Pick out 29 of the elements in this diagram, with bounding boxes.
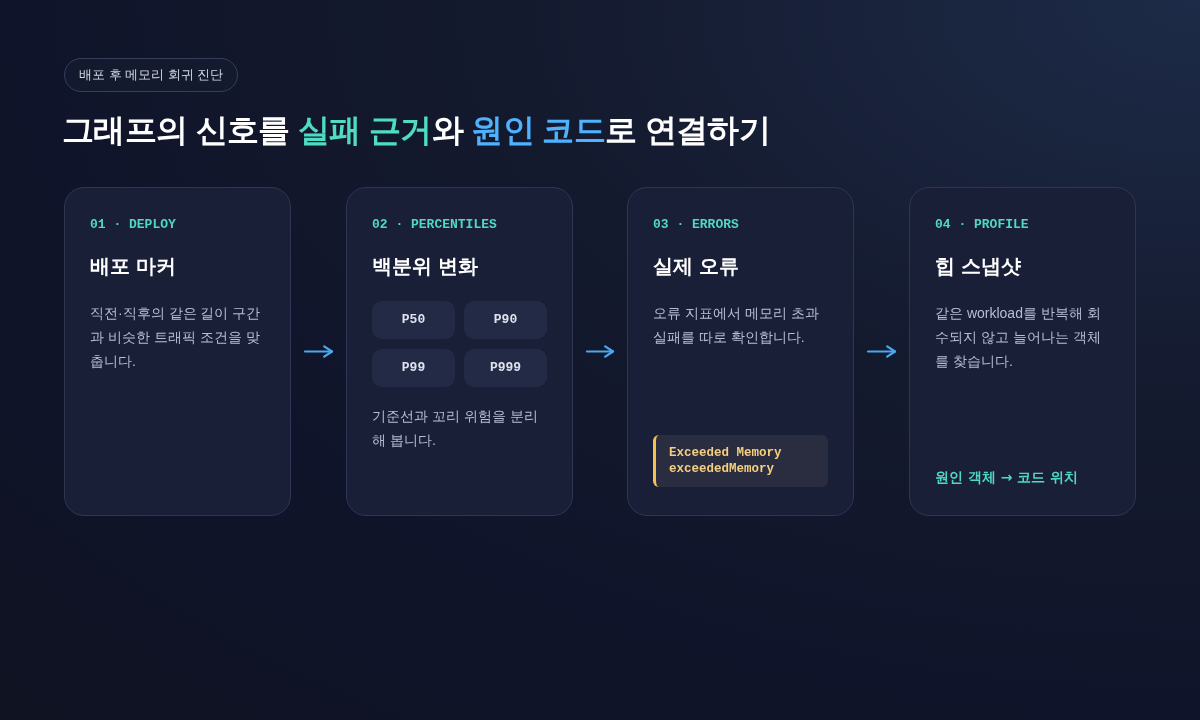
step-label: 01 · DEPLOY [90, 216, 177, 234]
percentile-chip: P50 [372, 301, 455, 339]
percentile-chip: P90 [464, 301, 547, 339]
card-title: 실제 오류 [653, 254, 740, 279]
card-title: 백분위 변화 [372, 254, 479, 279]
step-card [346, 187, 573, 516]
step-label: 03 · ERRORS [653, 216, 740, 234]
tag-pill: 배포 후 메모리 회귀 진단 [64, 58, 239, 92]
arrow [585, 345, 615, 358]
error-code: Exceeded Memory [669, 445, 783, 461]
card-description: 같은 workload를 반복해 회수되지 않고 늘어나는 객체를 찾습니다. [935, 304, 1102, 371]
percentile-chip: P999 [464, 349, 547, 387]
card-title: 힙 스냅샷 [935, 254, 1022, 279]
card-title: 배포 마커 [90, 254, 177, 279]
step-card [627, 187, 854, 516]
card-description: 직전·직후의 같은 길이 구간과 비슷한 트래픽 조건을 맞춥니다. [90, 304, 262, 371]
card-description: 기준선과 꼬리 위험을 분리해 봅니다. [372, 407, 539, 450]
error-code: exceededMemory [669, 461, 776, 477]
card-description: 오류 지표에서 메모리 초과 실패를 따로 확인합니다. [653, 304, 820, 347]
arrow [303, 345, 334, 358]
result-note: 원인 객체 → 코드 위치 [935, 468, 1080, 487]
arrow [866, 345, 897, 358]
step-card [64, 187, 291, 516]
percentile-chip: P99 [372, 349, 455, 387]
code-block [653, 435, 828, 487]
step-label: 02 · PERCENTILES [372, 216, 498, 234]
step-label: 04 · PROFILE [935, 216, 1030, 234]
step-card [909, 187, 1136, 516]
page-title: 그래프의 신호를 실패 근거와 원인 코드로 연결하기 [62, 111, 771, 150]
